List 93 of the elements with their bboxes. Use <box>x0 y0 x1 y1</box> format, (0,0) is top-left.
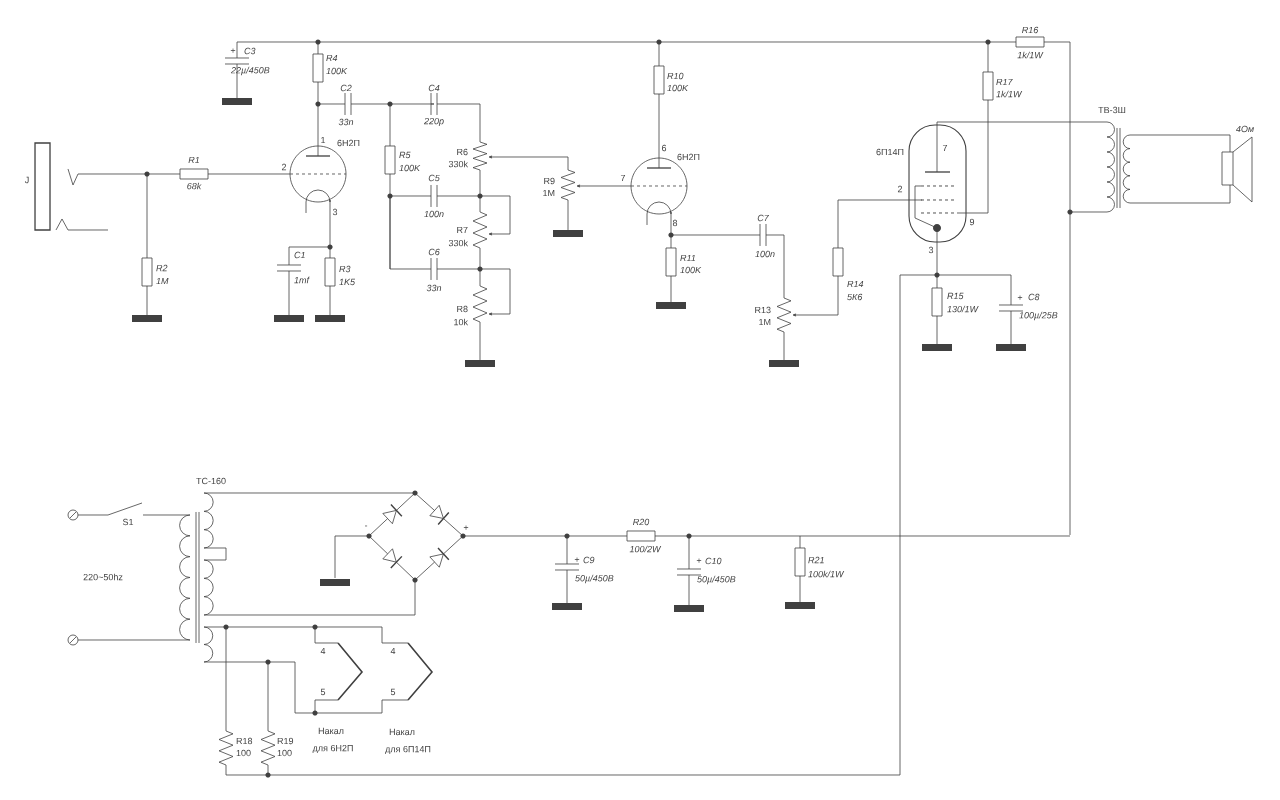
pin-number: 2 <box>281 163 287 171</box>
component-value: 1k/1W <box>996 90 1023 98</box>
component-value: 130/1W <box>947 305 979 313</box>
component-label: R10 <box>667 72 684 80</box>
component-value: 100K <box>399 164 421 172</box>
component-value: 1mf <box>294 276 310 284</box>
component-value: 100µ/25В <box>1019 311 1058 321</box>
component-value: 10k <box>454 318 468 326</box>
component-value: 330k <box>448 160 468 168</box>
component-label: R5 <box>399 151 411 159</box>
polarity-sign: - <box>364 525 368 527</box>
component-value: 1k/1W <box>1017 51 1044 59</box>
component-value: 100/2W <box>629 545 662 553</box>
component-value: 100K <box>680 266 702 274</box>
component-value: 100 <box>277 749 292 757</box>
component-label: R17 <box>996 78 1013 86</box>
pin-number: 8 <box>672 219 678 227</box>
polarity-sign: + <box>463 525 469 530</box>
polarity-sign: + <box>230 48 236 53</box>
pin-number: 6 <box>661 144 667 152</box>
polarity-sign: + <box>696 558 702 563</box>
component-value: 1M <box>543 189 555 197</box>
component-label: C4 <box>428 84 440 92</box>
component-value: 100K <box>667 84 689 92</box>
component-label: R15 <box>947 292 964 300</box>
pin-number: 4 <box>320 647 326 655</box>
component-label: C9 <box>583 556 595 564</box>
component-label: R1 <box>188 156 199 164</box>
component-label: R19 <box>277 737 294 745</box>
component-value: 100n <box>424 210 444 218</box>
pin-number: 5 <box>320 688 326 696</box>
impedance-label: 4Ом <box>1236 125 1254 133</box>
polarity-sign: + <box>574 557 580 562</box>
component-label: R21 <box>808 556 824 564</box>
tube-label: 6Н2П <box>337 139 360 147</box>
pin-number: 7 <box>942 144 948 152</box>
tube-label: 6П14П <box>876 148 904 156</box>
heater-label: для 6П14П <box>385 745 431 755</box>
component-label: R2 <box>156 264 168 272</box>
component-value: 330k <box>448 239 468 247</box>
polarity-sign: + <box>1017 295 1023 300</box>
component-value: 33n <box>426 284 442 292</box>
component-label: C3 <box>244 47 256 55</box>
component-label: R16 <box>1022 26 1039 34</box>
pin-number: 1 <box>321 136 326 144</box>
pin-number: 5 <box>390 688 396 696</box>
component-label: R20 <box>633 518 650 526</box>
pin-number: 4 <box>390 647 396 655</box>
component-value: 100 <box>236 749 251 757</box>
component-value: 100k/1W <box>808 570 845 578</box>
component-value: 50µ/450В <box>697 575 736 585</box>
pin-number: 7 <box>620 174 626 182</box>
component-label: R3 <box>339 265 351 273</box>
tube-label: 6Н2П <box>677 153 700 161</box>
pin-number: 2 <box>897 185 903 193</box>
component-label: R4 <box>326 54 338 62</box>
component-value: 1M <box>156 277 169 285</box>
component-label: C1 <box>294 251 305 259</box>
transformer-label: ТС-160 <box>196 477 226 485</box>
component-label: R11 <box>680 254 696 262</box>
component-value: 220p <box>423 117 444 127</box>
component-value: 1M <box>759 318 771 326</box>
component-value: 100n <box>755 250 775 258</box>
component-value: 33n <box>338 118 354 126</box>
component-value: 22µ/450В <box>230 66 270 76</box>
heater-label: Накал <box>389 728 415 736</box>
component-label: R8 <box>457 305 468 313</box>
component-label: R18 <box>236 737 253 745</box>
component-label: C6 <box>428 248 440 256</box>
component-label: C8 <box>1028 293 1040 301</box>
connector-label: J <box>24 176 29 184</box>
component-value: 5К6 <box>847 293 863 301</box>
component-value: 100K <box>326 67 348 75</box>
pin-number: 3 <box>332 208 338 216</box>
switch-label: S1 <box>122 518 134 526</box>
component-value: 50µ/450В <box>575 574 614 584</box>
component-label: R6 <box>457 148 468 156</box>
component-label: C2 <box>340 84 352 92</box>
component-label: R7 <box>457 226 468 234</box>
component-value: 1K5 <box>339 278 356 286</box>
heater-label: для 6Н2П <box>312 744 353 754</box>
component-label: C5 <box>428 174 440 182</box>
transformer-label: ТВ-3Ш <box>1098 106 1126 114</box>
pin-number: 9 <box>969 218 975 226</box>
component-label: R9 <box>544 177 555 185</box>
component-label: R14 <box>847 280 864 288</box>
supply-label: 220~50hz <box>83 573 123 581</box>
component-label: C10 <box>705 557 722 565</box>
component-value: 68k <box>187 182 202 190</box>
heater-label: Накал <box>318 727 344 735</box>
component-label: C7 <box>757 214 770 222</box>
pin-number: 3 <box>928 246 934 254</box>
component-label: R13 <box>755 306 771 314</box>
